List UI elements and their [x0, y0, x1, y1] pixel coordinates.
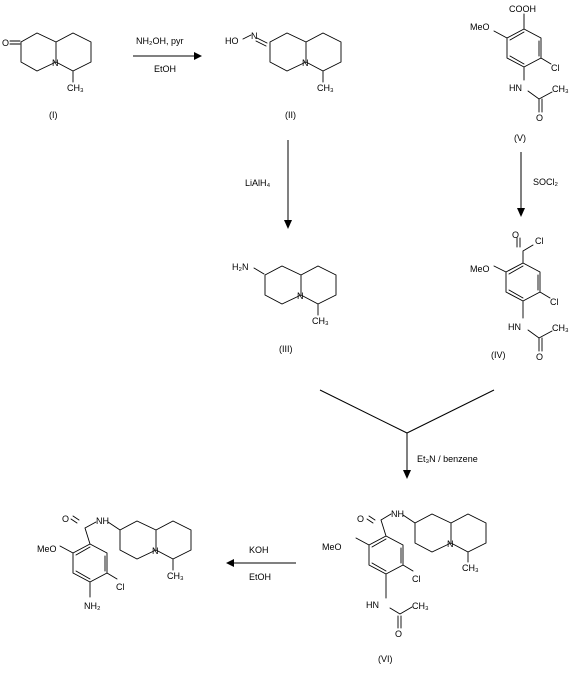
reagent-step2: LiAlH₄ [245, 178, 271, 188]
compound-VI-label: (VI) [378, 654, 393, 664]
compound-IV-amide-nh: HN [508, 322, 521, 332]
compound-III-methyl: CH₃ [312, 316, 329, 326]
compound-IV-acyl-oxygen: O [512, 230, 519, 240]
compound-V-label: (V) [514, 133, 526, 143]
compound-V-methyl: CH₃ [552, 84, 569, 94]
compound-V-chloro: Cl [551, 63, 560, 73]
compound-II-hydroxyl: HO [225, 36, 239, 46]
compound-VI-ring-nitrogen: N [447, 539, 454, 549]
compound-II-bonds [242, 32, 342, 83]
compound-IV: O Cl MeO Cl HN CH₃ O (IV) [470, 230, 569, 362]
compound-VI-amide-nh: NH [391, 509, 404, 519]
arrow-step-5: KOH EtOH [226, 545, 296, 582]
compound-final-amide-nh: NH [96, 516, 109, 526]
reagent-step4: Et₃N / benzene [417, 454, 478, 464]
compound-I-oxygen: O [2, 38, 9, 48]
compound-VI-carbonyl-oxygen: O [357, 514, 364, 524]
compound-IV-label: (IV) [491, 350, 506, 360]
compound-VI-acetamide-nh: HN [366, 600, 379, 610]
compound-VI-methoxy: MeO [322, 542, 342, 552]
arrow-step-1: NH₂OH, pyr EtOH [133, 36, 202, 74]
compound-final-chloro: Cl [116, 582, 125, 592]
compound-VI-ring-methyl: CH₃ [462, 563, 479, 573]
reagent-step1-top: NH₂OH, pyr [136, 36, 184, 46]
compound-II-label: (II) [285, 110, 296, 120]
compound-II-methyl: CH₃ [317, 83, 334, 93]
compound-V-bonds [493, 13, 553, 113]
compound-VI-bonds [355, 513, 487, 629]
compound-IV-acyl-chloride: Cl [535, 236, 544, 246]
compound-III-amine: H₂N [232, 262, 249, 272]
reagent-step3: SOCl₂ [533, 177, 559, 187]
compound-IV-bonds [493, 237, 553, 352]
compound-IV-carbonyl-oxygen: O [536, 352, 543, 362]
compound-I-nitrogen: N [52, 58, 59, 68]
compound-final-ring-nitrogen: N [152, 546, 159, 556]
compound-V-methoxy: MeO [470, 22, 490, 32]
compound-IV-chloro: Cl [550, 297, 559, 307]
compound-final-methoxy: MeO [37, 544, 57, 554]
compound-VI: O NH MeO Cl HN CH₃ O N CH₃ (VI) [322, 509, 487, 664]
compound-V: COOH MeO Cl HN CH₃ O (V) [470, 4, 569, 143]
compound-final-amine: NH₂ [84, 601, 101, 611]
compound-final-bonds [59, 515, 192, 598]
compound-I-label: (I) [49, 110, 58, 120]
reagent-step1-bottom: EtOH [154, 64, 176, 74]
compound-II-nitrogen: N [302, 58, 309, 68]
compound-IV-methyl: CH₃ [552, 323, 569, 333]
compound-III: H₂N N CH₃ (III) [232, 262, 337, 354]
compound-final-ring-methyl: CH₃ [167, 571, 184, 581]
compound-II-oxime-nitrogen: N [251, 31, 258, 41]
compound-III-label: (III) [279, 344, 293, 354]
compound-I-methyl: CH₃ [67, 83, 84, 93]
compound-II: HO N N CH₃ (II) [225, 31, 342, 120]
compound-VI-chloro: Cl [412, 574, 421, 584]
compound-I: O N CH₃ (I) [2, 32, 92, 120]
compound-V-amide-nh: HN [509, 83, 522, 93]
compound-III-nitrogen: N [297, 291, 304, 301]
arrow-step-2: LiAlH₄ [245, 140, 292, 229]
arrow-step-4: Et₃N / benzene [319, 389, 495, 479]
compound-III-bonds [253, 265, 337, 316]
reagent-step5-top: KOH [249, 545, 269, 555]
compound-VI-acetyl-oxygen: O [395, 629, 402, 639]
compound-final: O NH MeO Cl NH₂ N CH₃ [37, 514, 192, 611]
compound-IV-methoxy: MeO [470, 264, 490, 274]
compound-VI-acetyl-methyl: CH₃ [412, 601, 429, 611]
compound-final-carbonyl-oxygen: O [62, 514, 69, 524]
compound-V-carboxyl: COOH [509, 4, 536, 14]
reagent-step5-bottom: EtOH [249, 572, 271, 582]
compound-I-bonds [9, 32, 92, 83]
compound-V-carbonyl-oxygen: O [536, 113, 543, 123]
arrow-step-3: SOCl₂ [517, 152, 559, 217]
